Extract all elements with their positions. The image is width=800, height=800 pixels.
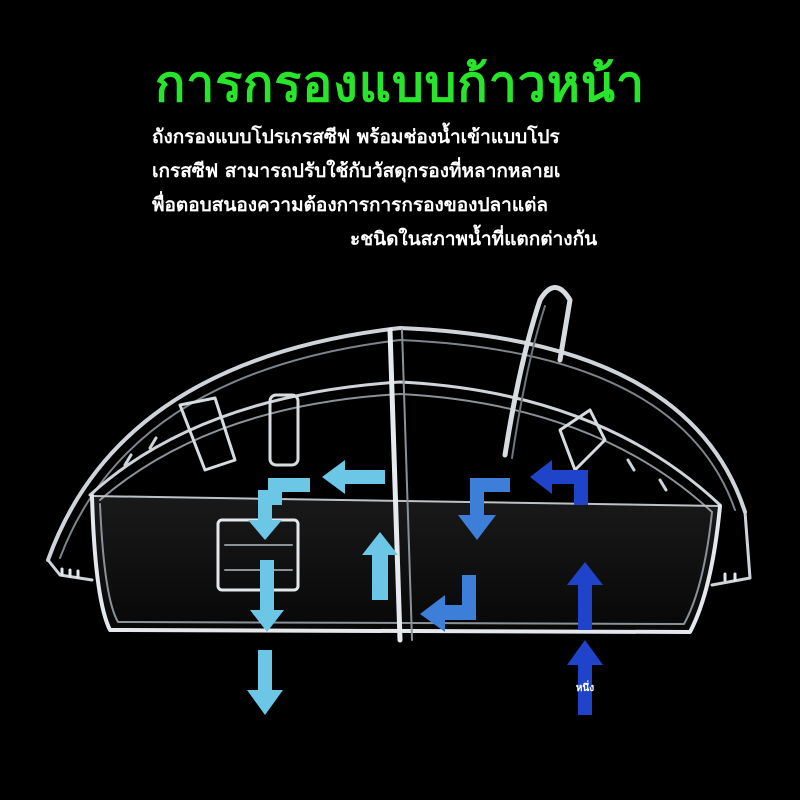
- inlet-label: หนึ่ง: [576, 680, 594, 694]
- flow-arrows: [247, 460, 603, 715]
- arrow-up-middle: [362, 532, 398, 600]
- description-text: ถังกรองแบบโปรเกรสซีฟ พร้อมช่องน้ำเข้าแบบ…: [150, 120, 650, 256]
- filter-box-body: [46, 285, 752, 643]
- arrow-outflow-down-3: [247, 650, 283, 715]
- arrow-inlet-elbow: [530, 460, 588, 505]
- description-line-4: ะชนิดในสภาพน้ำที่แตกต่างกัน: [350, 228, 598, 250]
- arrow-outflow-down-2: [250, 560, 284, 632]
- description-line-2: เกรสซีฟ สามารถปรับใช้กับวัสดุกรองที่หลาก…: [152, 160, 561, 182]
- arrow-outflow-down-1: [248, 490, 282, 540]
- headline-title: การกรองแบบก้าวหน้า: [154, 55, 646, 113]
- arrow-left-top: [322, 460, 385, 494]
- description-line-1: ถังกรองแบบโปรเกรสซีฟ พร้อมช่องน้ำเข้าแบบ…: [152, 126, 560, 148]
- arrow-down-right-chamber: [458, 478, 510, 540]
- arrow-elbow-bottom: [420, 575, 476, 632]
- arrow-outflow-elbow: [268, 478, 310, 505]
- arrow-inlet-up-1: [567, 562, 603, 630]
- arrow-inlet-up-2: [567, 640, 603, 715]
- description-line-3: พื่อตอบสนองความต้องการการกรองของปลาแต่ล: [152, 194, 549, 216]
